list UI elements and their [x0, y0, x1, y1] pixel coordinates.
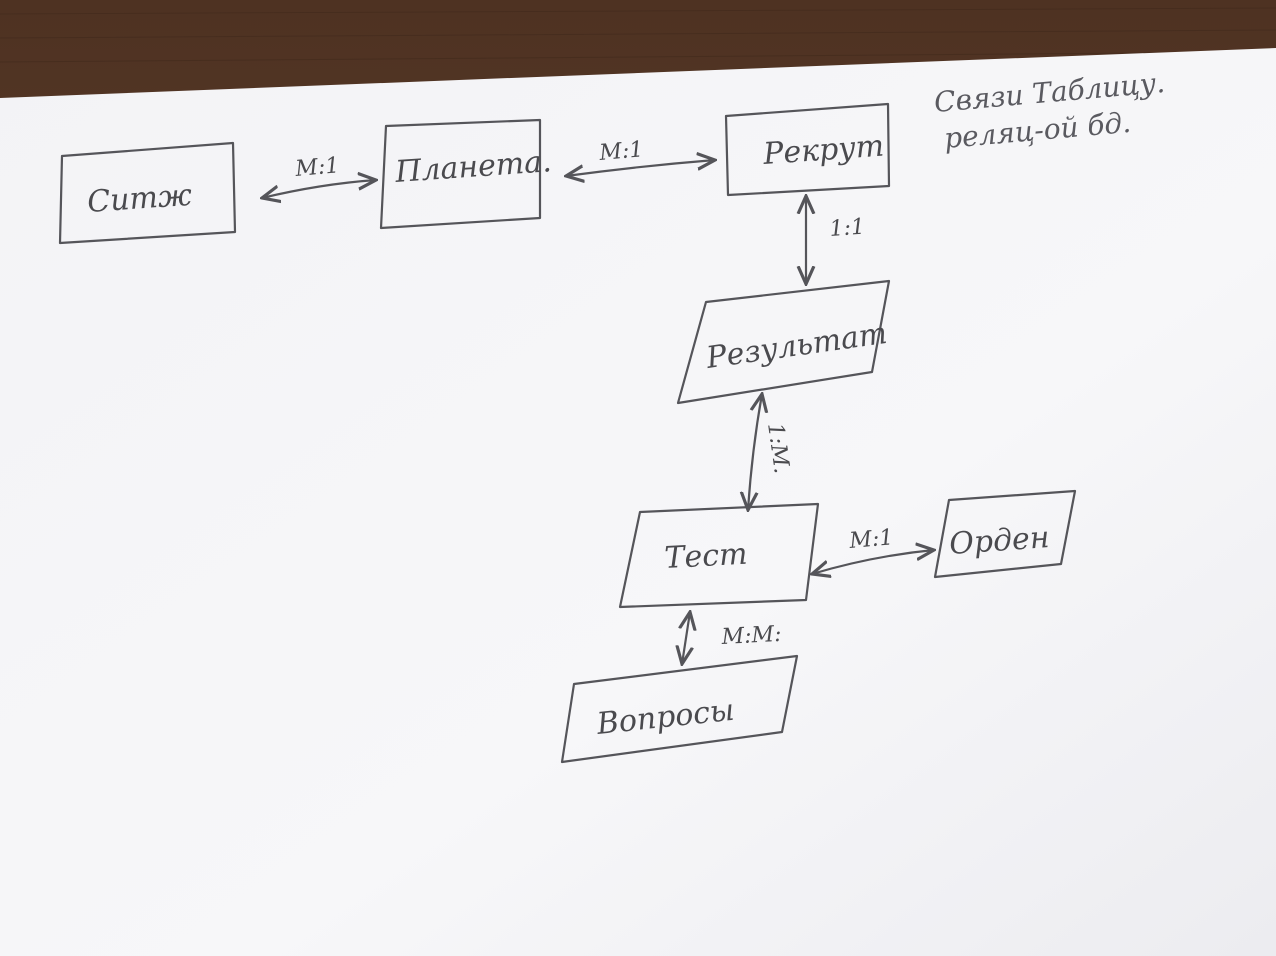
entity-box	[560, 654, 799, 764]
relation-rekrut-rezultat: 1:1	[806, 196, 866, 284]
entity-box	[933, 489, 1077, 579]
relation-arrow	[682, 612, 690, 664]
relation-arrow	[566, 160, 715, 176]
entity-label: Рекрут	[761, 129, 885, 172]
paper-sheet	[0, 48, 1276, 956]
relation-label: M:M:	[720, 622, 782, 650]
relation-label: 1:1	[829, 215, 866, 242]
entity-box	[58, 141, 237, 245]
entity-rekrut: Рекрут	[724, 102, 891, 197]
relation-arrow	[262, 180, 376, 198]
relation-label: M:1	[847, 525, 894, 554]
entity-test: Тест	[618, 502, 820, 609]
relation-label: M:1	[293, 153, 340, 182]
relation-test-orden: M:1	[812, 525, 934, 574]
relation-planeta-rekrut: M:1	[566, 137, 715, 176]
relation-arrow	[748, 394, 762, 510]
entity-sitk: Ситж	[58, 141, 237, 245]
entity-label: Орден	[948, 520, 1051, 562]
entity-label: Тест	[664, 537, 749, 576]
relation-label: M:1	[597, 137, 644, 166]
relation-test-voprosy: M:M:	[682, 612, 782, 664]
entity-box	[379, 118, 542, 230]
relation-sitk-planeta: M:1	[262, 153, 376, 198]
relation-arrow	[812, 550, 934, 574]
entity-box	[676, 279, 891, 405]
entity-box	[724, 102, 891, 197]
wood-grain	[0, 7, 1276, 63]
entity-label: Ситж	[86, 178, 193, 220]
entity-orden: Орден	[933, 489, 1077, 579]
